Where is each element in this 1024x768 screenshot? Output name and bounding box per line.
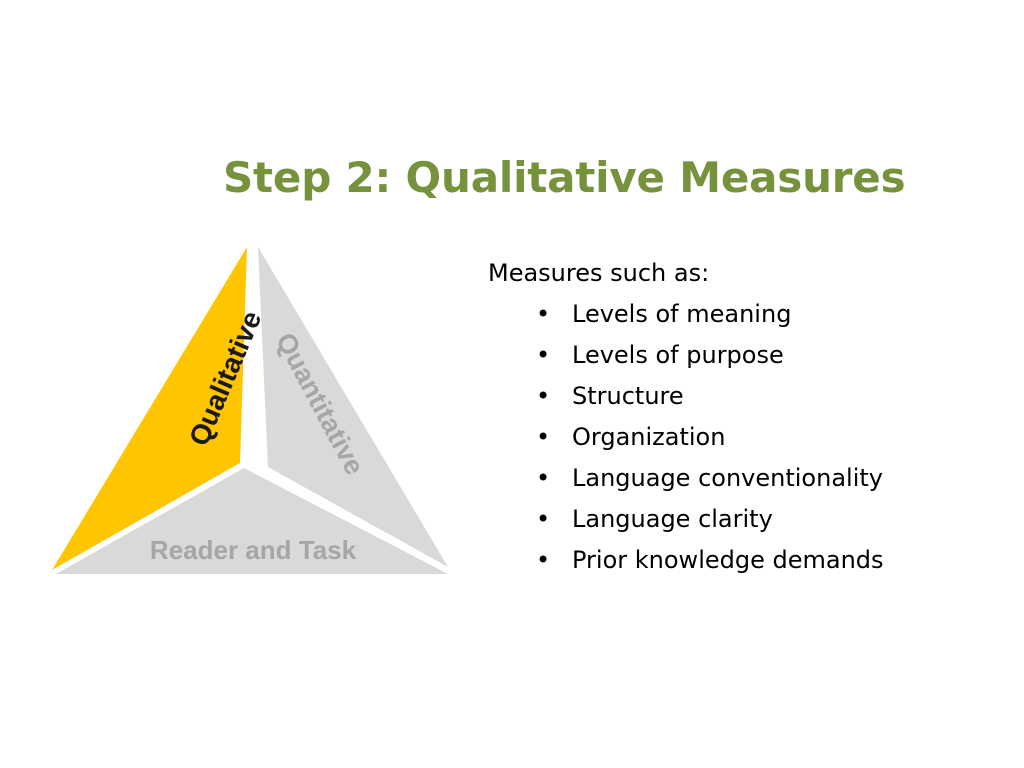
list-item: • Language clarity bbox=[536, 499, 988, 540]
list-item-text: Levels of meaning bbox=[572, 300, 792, 328]
reader-task-segment bbox=[56, 468, 448, 574]
slide-title: Step 2: Qualitative Measures bbox=[223, 153, 906, 202]
list-item: • Structure bbox=[536, 376, 988, 417]
quantitative-segment bbox=[258, 247, 448, 567]
reader-task-label: Reader and Task bbox=[150, 535, 357, 565]
list-item-text: Organization bbox=[572, 423, 726, 451]
list-item-text: Language conventionality bbox=[572, 464, 883, 492]
text-complexity-triangle: Qualitative Quantitative Reader and Task bbox=[46, 240, 454, 582]
measures-list: • Levels of meaning • Levels of purpose • S… bbox=[488, 294, 988, 581]
list-item: • Prior knowledge demands bbox=[536, 540, 988, 581]
list-item: • Levels of meaning bbox=[536, 294, 988, 335]
measures-content: Measures such as: • Levels of meaning • Le… bbox=[488, 253, 988, 581]
list-item-text: Levels of purpose bbox=[572, 341, 784, 369]
measures-intro: Measures such as: bbox=[488, 259, 710, 287]
list-item: • Organization bbox=[536, 417, 988, 458]
list-item: • Levels of purpose bbox=[536, 335, 988, 376]
bullet-icon: • bbox=[536, 341, 551, 369]
qualitative-segment bbox=[52, 247, 247, 570]
list-item-text: Language clarity bbox=[572, 505, 773, 533]
bullet-icon: • bbox=[536, 505, 551, 533]
bullet-icon: • bbox=[536, 382, 551, 410]
list-item-text: Prior knowledge demands bbox=[572, 546, 884, 574]
list-item: • Language conventionality bbox=[536, 458, 988, 499]
bullet-icon: • bbox=[536, 423, 551, 451]
bullet-icon: • bbox=[536, 300, 551, 328]
bullet-icon: • bbox=[536, 546, 551, 574]
bullet-icon: • bbox=[536, 464, 551, 492]
list-item-text: Structure bbox=[572, 382, 684, 410]
